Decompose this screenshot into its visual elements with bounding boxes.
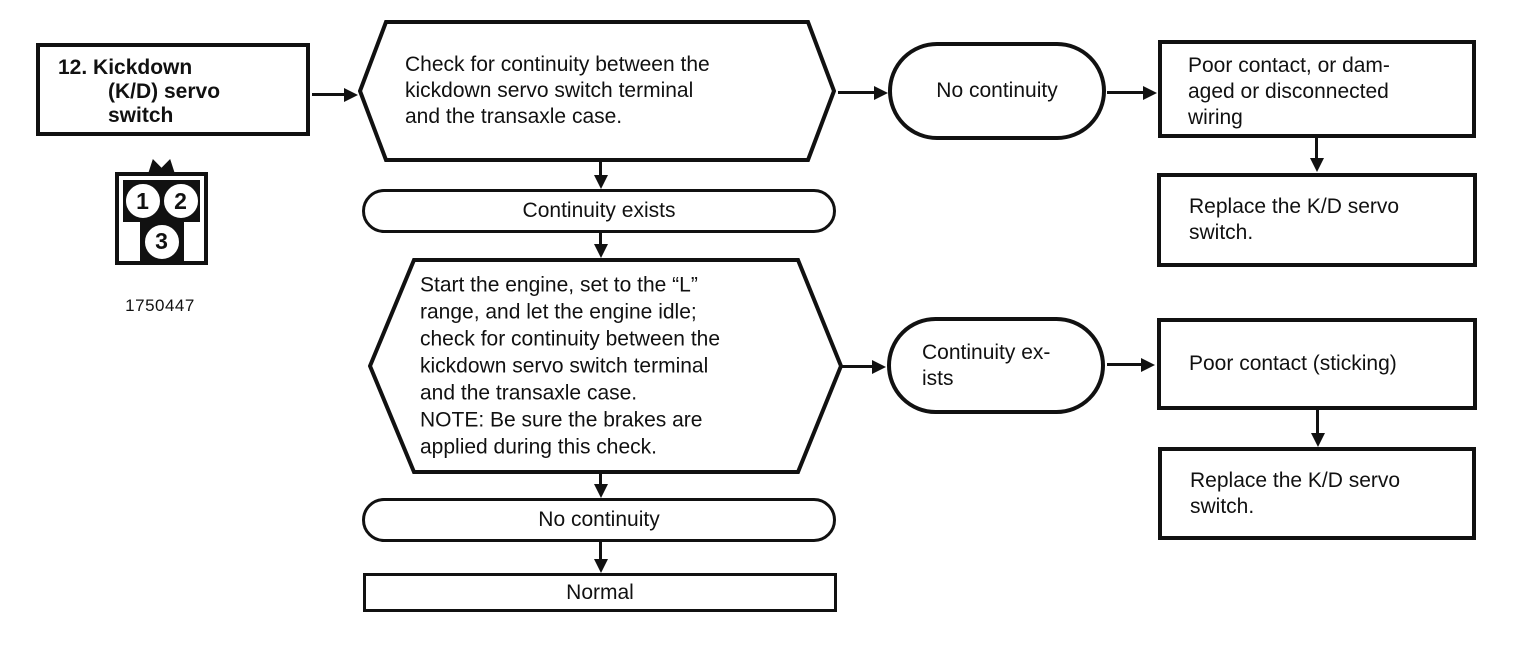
box-cause-1: Poor contact, or dam- aged or disconnect… — [1158, 40, 1476, 138]
box-normal: Normal — [363, 573, 837, 612]
state-2-text: No continuity — [538, 508, 660, 531]
step-title-box: 12. Kickdown (K/D) servo switch — [36, 43, 310, 136]
result-1-text: No continuity — [936, 79, 1058, 102]
hexagon-shape-icon — [358, 20, 836, 162]
pill-no-continuity: No continuity — [362, 498, 836, 542]
hexagon-shape-icon — [368, 258, 843, 474]
step-title: 12. Kickdown (K/D) servo switch — [58, 56, 221, 127]
oval-result-no-continuity: No continuity — [888, 42, 1106, 140]
arrow-result2-to-cause2-icon — [1107, 363, 1141, 366]
arrow-state1-to-check2-icon — [599, 233, 602, 244]
connector-pin-2: 2 — [161, 182, 200, 220]
box-action-1: Replace the K/D servo switch. — [1157, 173, 1477, 267]
connector-pin-row-top: 1 2 — [123, 180, 200, 222]
action-1-text: Replace the K/D servo switch. — [1189, 195, 1400, 244]
box-action-2: Replace the K/D servo switch. — [1158, 447, 1476, 540]
connector-body: 1 2 3 — [115, 172, 208, 265]
arrow-title-to-check1-icon — [312, 93, 344, 96]
arrow-check1-to-state1-icon — [599, 162, 602, 175]
check-2-text: Start the engine, set to the “L” range, … — [420, 273, 721, 459]
box-cause-2: Poor contact (sticking) — [1157, 318, 1477, 410]
arrow-cause1-to-action1-icon — [1315, 138, 1318, 158]
cause-1-text: Poor contact, or dam- aged or disconnect… — [1188, 54, 1390, 129]
check-1-text: Check for continuity between the kickdow… — [405, 53, 710, 128]
connector-pin-3: 3 — [142, 222, 181, 261]
arrow-check2-to-result2-icon — [841, 365, 872, 368]
part-number: 1750447 — [125, 296, 195, 315]
final-text: Normal — [566, 580, 634, 604]
hexagon-check-1: Check for continuity between the kickdow… — [358, 20, 836, 162]
oval-result-continuity-exists: Continuity ex- ists — [887, 317, 1105, 414]
hexagon-check-2: Start the engine, set to the “L” range, … — [368, 258, 843, 474]
result-2-text: Continuity ex- ists — [922, 340, 1051, 390]
cause-2-text: Poor contact (sticking) — [1189, 352, 1397, 375]
state-1-text: Continuity exists — [522, 199, 676, 222]
connector-diagram: 1 2 3 — [115, 159, 208, 265]
arrow-result1-to-cause1-icon — [1107, 91, 1143, 94]
connector-pin-row-bottom: 3 — [139, 222, 184, 261]
arrow-check2-to-state2-icon — [599, 474, 602, 484]
arrow-cause2-to-action2-icon — [1316, 410, 1319, 433]
arrow-check1-to-result1-icon — [838, 91, 874, 94]
arrow-state2-to-normal-icon — [599, 542, 602, 559]
pill-continuity-exists: Continuity exists — [362, 189, 836, 233]
action-2-text: Replace the K/D servo switch. — [1190, 468, 1401, 518]
connector-pin-1: 1 — [123, 182, 162, 220]
